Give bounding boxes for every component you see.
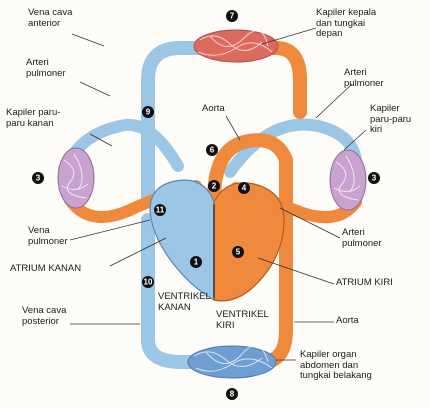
marker-3-right: 3 (368, 172, 380, 184)
marker-7: 7 (226, 10, 238, 22)
marker-5: 5 (232, 246, 244, 258)
label-vena-cava-anterior: Vena cava anterior (28, 8, 72, 29)
svg-text:6: 6 (210, 146, 215, 155)
label-arteri-pulmoner-left: Arteri pulmoner (26, 58, 66, 79)
label-ventrikel-kanan: VENTRIKEL KANAN (158, 292, 211, 313)
svg-text:3: 3 (372, 174, 377, 183)
marker-8: 8 (226, 388, 238, 400)
label-kapiler-organ: Kapiler organ abdomen dan tungkai belaka… (300, 350, 372, 382)
label-ventrikel-kiri: VENTRIKEL KIRI (216, 310, 269, 331)
svg-text:10: 10 (144, 278, 153, 287)
svg-text:11: 11 (156, 206, 165, 215)
marker-11: 11 (154, 204, 166, 216)
label-kapiler-paru-kanan: Kapiler paru- paru kanan (6, 108, 60, 129)
label-arteri-pulmoner-right: Arteri pulmoner (344, 68, 384, 89)
marker-3-left: 3 (32, 172, 44, 184)
svg-text:8: 8 (230, 390, 235, 399)
heart-right-side (150, 180, 214, 300)
marker-4: 4 (238, 182, 250, 194)
svg-text:4: 4 (242, 184, 247, 193)
svg-text:5: 5 (236, 248, 241, 257)
svg-text:3: 3 (36, 174, 41, 183)
marker-1: 1 (190, 256, 202, 268)
marker-6: 6 (206, 144, 218, 156)
marker-2: 2 (208, 180, 220, 192)
label-vena-cava-posterior: Vena cava posterior (22, 306, 66, 327)
upper-vessel-orange (272, 48, 300, 112)
label-atrium-kanan: ATRIUM KANAN (10, 264, 81, 275)
marker-10: 10 (142, 276, 154, 288)
marker-9: 9 (142, 106, 154, 118)
label-atrium-kiri: ATRIUM KIRI (336, 278, 393, 289)
label-aorta-top: Aorta (202, 104, 225, 115)
head-capillary-bed (194, 30, 278, 62)
label-kapiler-kepala: Kapiler kepala dan tungkai depan (316, 8, 376, 40)
label-kapiler-paru-kiri: Kapiler paru-paru kiri (370, 104, 411, 136)
label-arteri-pulmoner-lower: Arteri pulmoner (342, 228, 382, 249)
label-aorta-lower: Aorta (336, 316, 359, 327)
svg-text:2: 2 (212, 182, 217, 191)
label-vena-pulmoner: Vena pulmoner (28, 226, 68, 247)
svg-text:9: 9 (146, 108, 151, 117)
heart-left-side (214, 183, 284, 301)
upper-vessel-blue (148, 48, 200, 196)
svg-text:1: 1 (194, 258, 199, 267)
svg-text:7: 7 (230, 12, 235, 21)
